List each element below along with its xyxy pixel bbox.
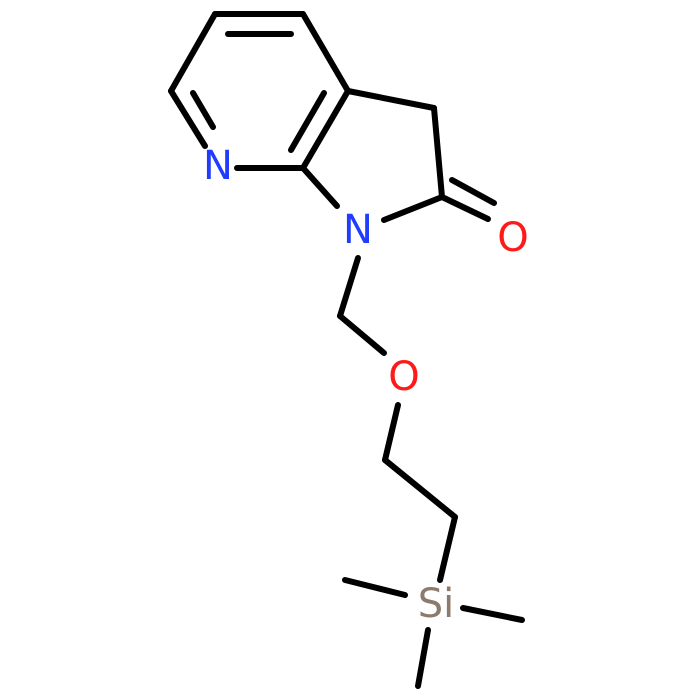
bond-n1-ch2 [337,255,361,319]
bonds [168,11,525,689]
atom-n-pyridine: N [203,143,233,189]
atom-si: Si [418,581,455,627]
bond-o-ch2 [382,402,401,463]
bond-c3-c2 [431,105,445,200]
bond-c6-c1 [168,11,218,94]
atom-o-ether: O [388,354,419,400]
bond-c3-c7a-inner [288,90,327,153]
bond-n7-c6-inner [190,90,216,130]
bond-ch2-si [437,514,458,583]
bond-c3a-c3 [345,88,437,111]
bond-ch2-ch2 [382,457,458,520]
bond-c3-c7a [300,88,351,171]
bond-c2-c3 [300,11,351,94]
atom-o-carbonyl: O [497,215,528,261]
bond-n1-c7a [300,165,340,209]
bond-si-me-right [460,605,525,623]
bond-si-me-left [342,577,408,598]
atom-n-lactam: N [343,207,373,253]
bond-n7-c6 [168,88,208,149]
atom-labels: N N O O Si [203,143,529,627]
bond-c2-o-a [439,194,491,222]
bond-si-me-bottom [415,627,431,689]
bond-ch2-o [337,313,387,356]
bond-c2-n1 [381,194,445,223]
bond-c2-o-b [449,177,497,206]
